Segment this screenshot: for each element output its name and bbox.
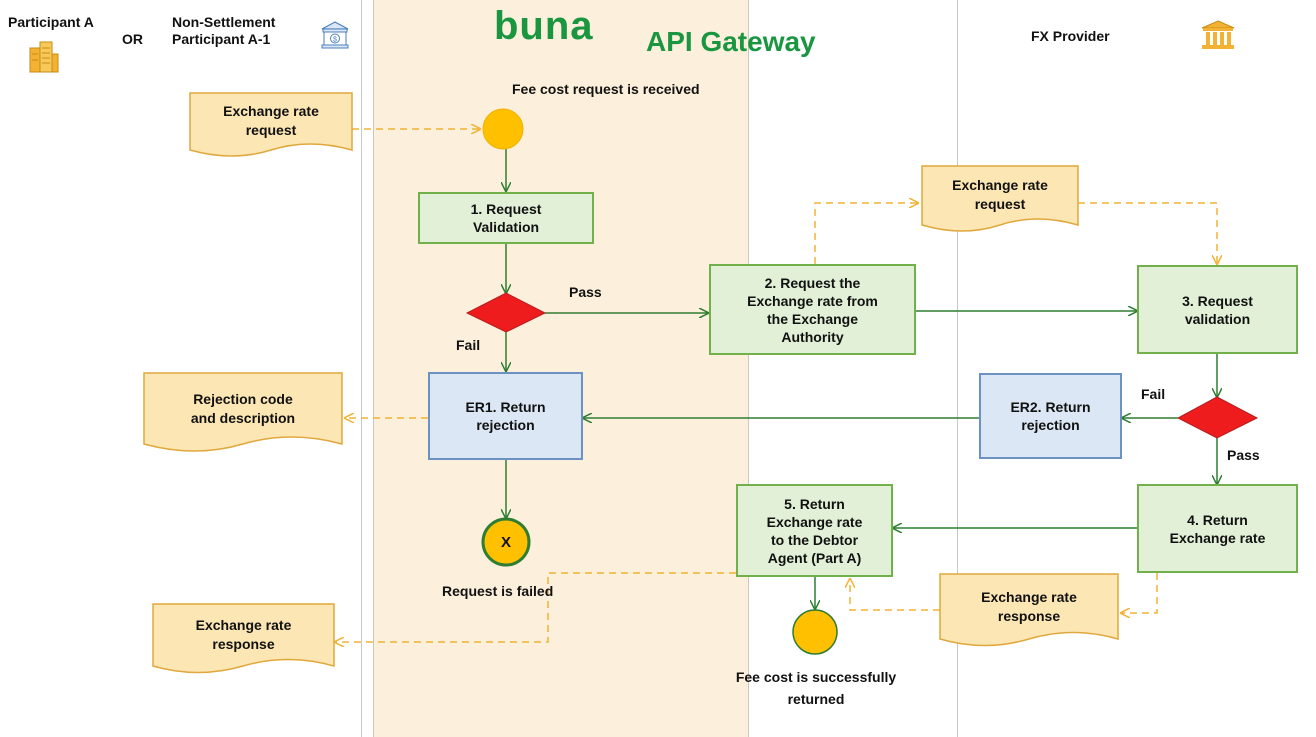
task-return-to-debtor: 5. Return Exchange rate to the Debtor Ag… [736, 484, 893, 577]
success-event-label: Fee cost is successfully returned [735, 669, 897, 707]
task-request-validation: 1. Request Validation [418, 192, 594, 244]
lane-api-gateway [373, 0, 749, 737]
bank-icon: $ [321, 21, 349, 49]
message-flows [335, 129, 1217, 642]
pass-label-2: Pass [1227, 447, 1260, 463]
failed-event-marker: X [500, 533, 511, 551]
gateway-diamond-1 [465, 292, 547, 333]
gateway-diamond-2 [1176, 396, 1259, 439]
sequence-flows [506, 148, 1217, 609]
building-icon [29, 41, 59, 73]
task-er1-return-rejection: ER1. Return rejection [428, 372, 583, 460]
api-gateway-title: API Gateway [646, 26, 816, 57]
doc-response-left: Exchange rate response [152, 603, 335, 679]
start-event-label: Fee cost request is received [512, 81, 700, 97]
svg-text:$: $ [333, 37, 337, 44]
task-er2-return-rejection: ER2. Return rejection [979, 373, 1122, 459]
task-return-exchange-rate: 4. Return Exchange rate [1137, 484, 1298, 573]
fail-label-1: Fail [456, 337, 481, 353]
pass-label-1: Pass [569, 284, 602, 300]
doc-exchange-request-left: Exchange rate request [189, 92, 353, 162]
task-fx-request-validation: 3. Request validation [1137, 265, 1298, 354]
participant-a-label: Participant A [8, 14, 94, 30]
end-event [792, 609, 838, 655]
task-request-exchange-authority: 2. Request the Exchange rate from the Ex… [709, 264, 916, 355]
failed-event-label: Request is failed [442, 583, 554, 599]
fx-bank-icon [1201, 20, 1235, 49]
doc-exchange-request-right: Exchange rate request [921, 165, 1079, 237]
or-label: OR [122, 31, 143, 47]
non-settlement-label: Non-Settlement Participant A-1 [172, 14, 276, 47]
doc-response-right: Exchange rate response [939, 573, 1119, 653]
doc-rejection: Rejection code and description [143, 372, 343, 458]
fail-label-2: Fail [1141, 386, 1166, 402]
brand-logo: buna [494, 4, 594, 48]
fx-provider-label: FX Provider [1031, 28, 1110, 44]
failed-event [481, 517, 531, 567]
start-event [482, 108, 524, 150]
